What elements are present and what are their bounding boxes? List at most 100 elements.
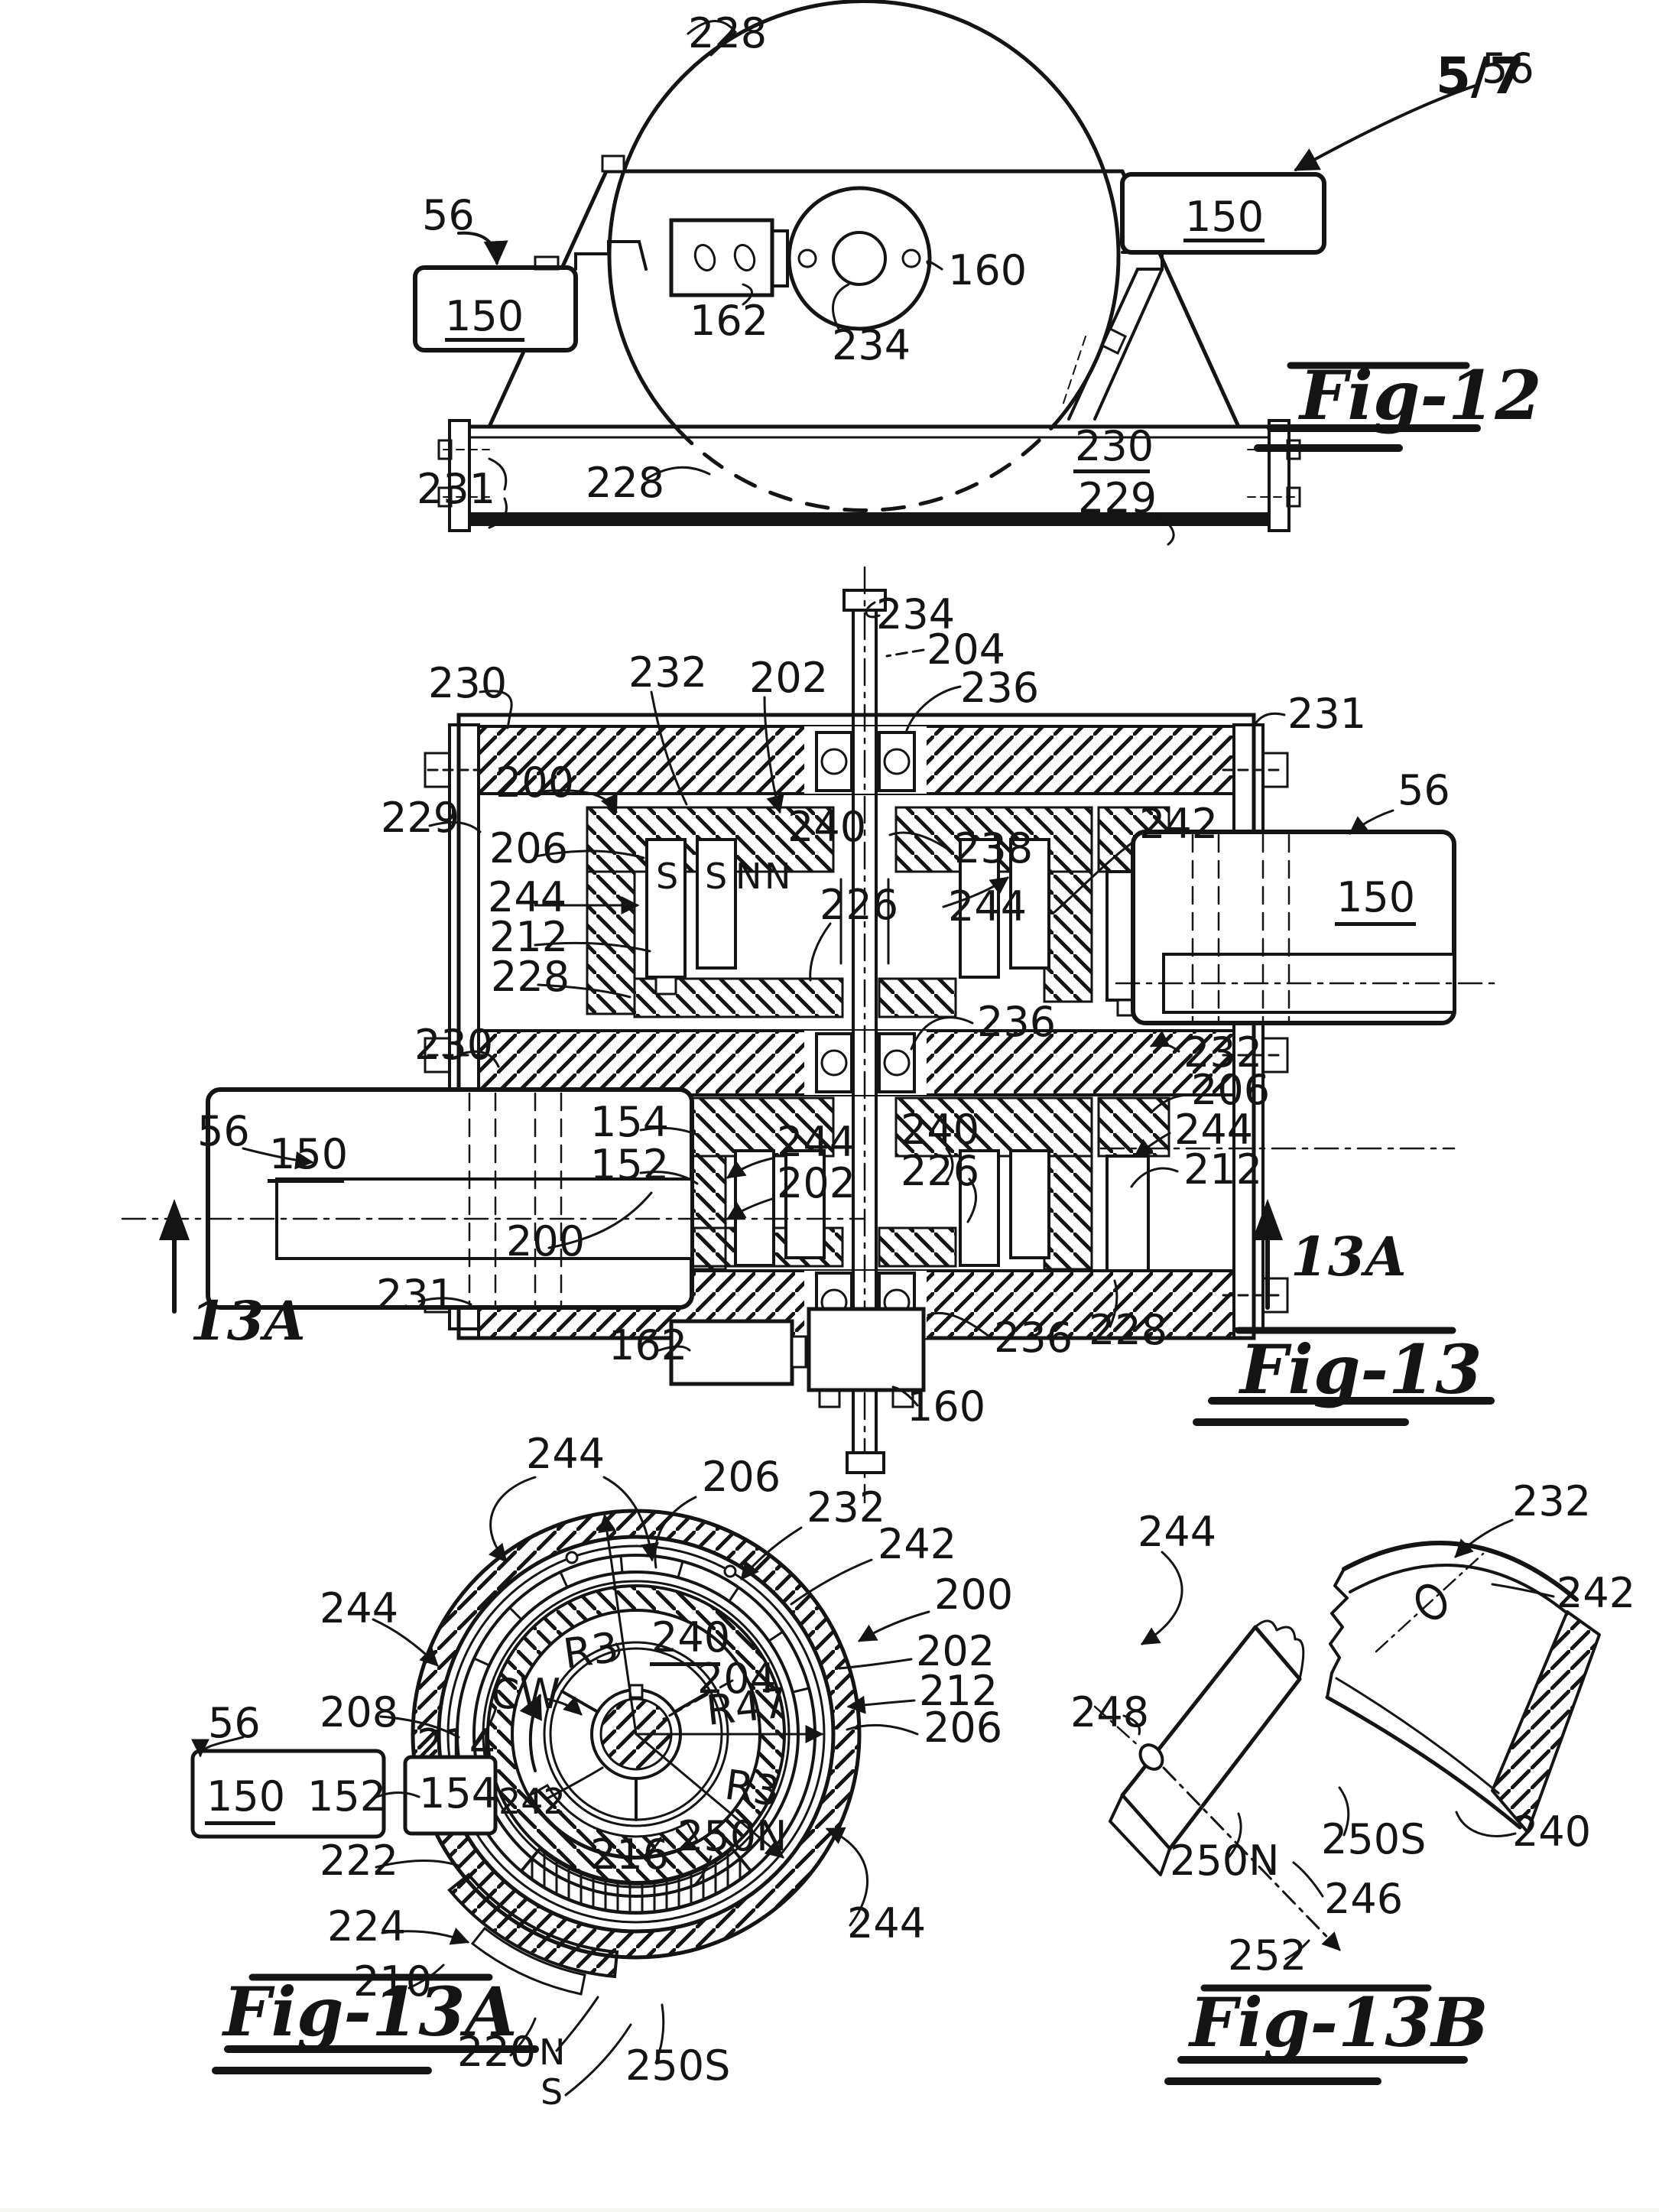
magnet-bar-side-face — [1109, 1794, 1171, 1876]
pole-letter: N — [735, 856, 761, 897]
pole-letter: S — [656, 856, 678, 897]
ref-240: 240 — [651, 1613, 730, 1661]
brush-flap-outer — [470, 1926, 586, 1996]
ref-56-right: 56 — [1398, 766, 1450, 814]
ref-228-bottom: 228 — [1089, 1306, 1167, 1354]
ref-208: 208 — [320, 1688, 398, 1736]
arm-150-left — [413, 265, 578, 352]
ref-56-left: 56 — [197, 1107, 250, 1155]
motor-block-162 — [669, 1319, 794, 1386]
underline — [1073, 469, 1150, 473]
underline — [445, 338, 524, 342]
radius-r3-up-line — [598, 1513, 638, 1736]
key-154-box — [403, 1755, 498, 1836]
ref-250s: 250S — [625, 2041, 730, 2090]
ref-200-up: 200 — [495, 758, 574, 807]
ref-150-left: 150 — [445, 292, 524, 340]
ref-220: 220 — [457, 2028, 536, 2076]
fig12-drawing — [413, 0, 1481, 546]
magnet — [734, 1149, 775, 1267]
ref-236-bottom: 236 — [994, 1314, 1073, 1362]
pole-letter-n: N — [539, 2032, 565, 2073]
rotation-cw: CW — [491, 1670, 560, 1718]
magnet — [784, 1149, 826, 1259]
ref-234: 234 — [876, 590, 955, 638]
ref-244-up: 244 — [488, 873, 567, 921]
ref-56-right: 56 — [1482, 44, 1534, 93]
ref-206-right: 206 — [924, 1704, 1002, 1752]
pole-letter-s: S — [541, 2071, 563, 2113]
ref-212: 212 — [919, 1667, 998, 1715]
ref-250s: 250S — [1321, 1815, 1426, 1863]
ref-162: 162 — [690, 297, 768, 345]
section-label-13a-right: 13A — [1291, 1225, 1407, 1288]
ref-236-mid: 236 — [977, 998, 1056, 1046]
ref-250n: 250N — [677, 1812, 787, 1860]
pin-hole — [1138, 1743, 1164, 1771]
ref-232-low: 232 — [1183, 1028, 1262, 1077]
magnet — [1009, 838, 1050, 970]
ref-232: 232 — [807, 1483, 885, 1532]
ref-228-bottom: 228 — [586, 459, 664, 507]
ref-154: 154 — [419, 1769, 498, 1817]
ref-152: 152 — [307, 1772, 386, 1821]
end-plate-left — [448, 723, 480, 1330]
ref-214: 214 — [417, 1720, 495, 1769]
ref-154: 154 — [590, 1098, 669, 1146]
fig13b-labels: 244 232 242 248 250N 250S 240 246 252 Fi… — [1070, 1477, 1635, 2062]
ref-240-low: 240 — [901, 1106, 979, 1154]
ref-242: 242 — [1557, 1569, 1635, 1617]
pole-letter: S — [705, 856, 727, 897]
ref-56-left: 56 — [422, 191, 475, 239]
fig13a-caption: Fig-13A — [221, 1972, 518, 2051]
hub-160 — [787, 186, 932, 331]
ref-206-low: 206 — [1191, 1066, 1270, 1114]
ref-204: 204 — [927, 625, 1005, 674]
disc-outline-solid — [607, 0, 1121, 430]
ref-242-hub: 242 — [498, 1781, 566, 1822]
pole-shoe-end-face — [1491, 1610, 1601, 1834]
ref-150-right: 150 — [1336, 873, 1415, 921]
magnet-bar-top-face — [1120, 1625, 1302, 1851]
magnet — [959, 838, 1000, 979]
magnet — [959, 1149, 1000, 1267]
pole-letter: N — [765, 856, 791, 897]
fig13a-labels: 244 206 232 242 200 202 212 206 244 208 … — [205, 1430, 1013, 2113]
ref-231-top: 231 — [1287, 690, 1366, 738]
base-plate — [468, 512, 1271, 526]
magnet — [1009, 1149, 1050, 1259]
disc-outline-dashed — [674, 426, 1054, 512]
ref-212-up: 212 — [489, 913, 568, 961]
ref-226-low: 226 — [901, 1147, 979, 1195]
ref-232: 232 — [1512, 1477, 1591, 1525]
ref-229: 229 — [1078, 474, 1157, 522]
ref-206-up: 206 — [489, 824, 568, 872]
ref-202-top: 202 — [749, 654, 828, 702]
radius-r3-down: R3 — [722, 1760, 783, 1815]
ref-210: 210 — [353, 1957, 432, 2006]
fig13a-drawing — [190, 1476, 930, 2097]
ref-216: 216 — [590, 1830, 669, 1879]
ref-162: 162 — [609, 1321, 687, 1369]
sheet-number: 5/7 — [1436, 47, 1524, 106]
underline — [1183, 239, 1265, 242]
coupling-160 — [807, 1307, 926, 1392]
motor-block-162 — [669, 218, 774, 297]
ref-150-left: 150 — [269, 1130, 348, 1178]
section-label-13a-left: 13A — [190, 1289, 306, 1353]
ref-244-lowright: 244 — [1174, 1106, 1253, 1154]
ref-231: 231 — [417, 465, 495, 513]
magnet — [696, 838, 737, 970]
inner-band-216 — [528, 1783, 700, 1859]
break-line — [1254, 1619, 1305, 1681]
ref-152: 152 — [590, 1141, 669, 1189]
ref-240: 240 — [1512, 1808, 1591, 1856]
ref-160: 160 — [907, 1382, 985, 1431]
ref-226-up: 226 — [820, 881, 898, 929]
ref-250n: 250N — [1170, 1837, 1279, 1885]
ref-228-up: 228 — [491, 953, 570, 1001]
fig13-drawing — [121, 566, 1498, 1504]
ref-236-top: 236 — [960, 664, 1039, 712]
fig13b-caption: Fig-13B — [1187, 1983, 1489, 2062]
